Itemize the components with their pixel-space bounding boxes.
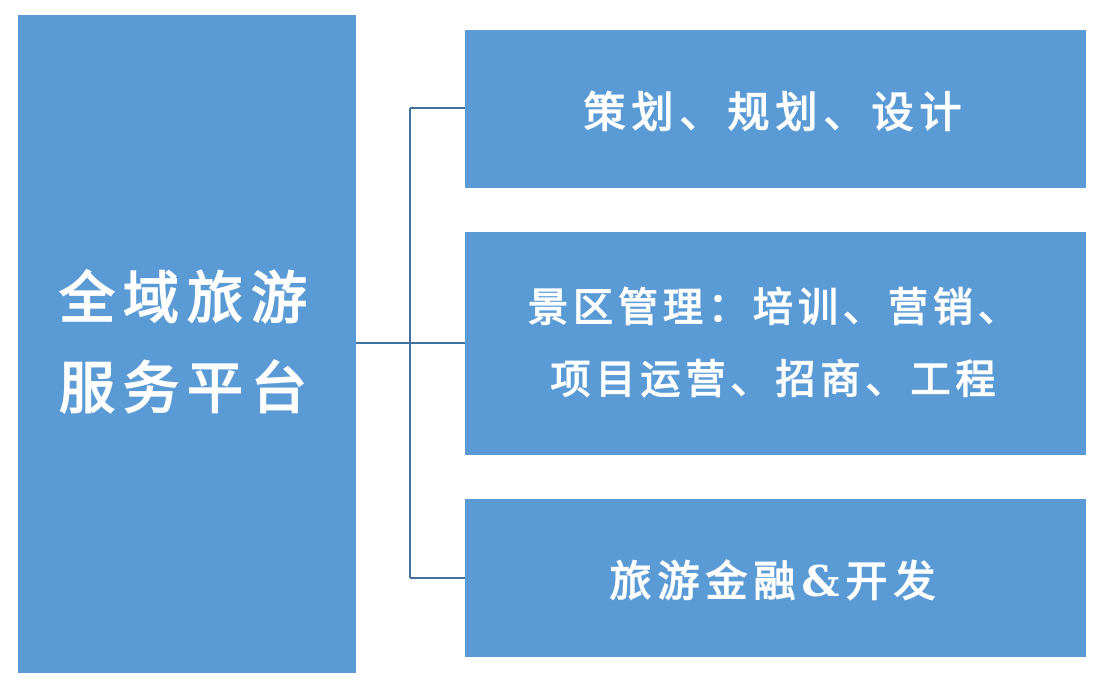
root-node: 全域旅游 服务平台 [18,15,356,673]
child-node-scenic-management: 景区管理：培训、营销、 项目运营、招商、工程 [465,232,1086,455]
child-node-scenic-management-line-2: 项目运营、招商、工程 [550,355,1001,403]
child-node-planning-label: 策划、规划、设计 [583,87,968,137]
root-node-line-1: 全域旅游 [59,266,315,332]
child-node-planning: 策划、规划、设计 [465,30,1086,188]
child-node-finance-label: 旅游金融&开发 [609,556,942,606]
child-node-finance: 旅游金融&开发 [465,499,1086,657]
root-node-line-2: 服务平台 [59,356,315,422]
child-node-scenic-management-line-1: 景区管理：培训、营销、 [528,283,1023,331]
